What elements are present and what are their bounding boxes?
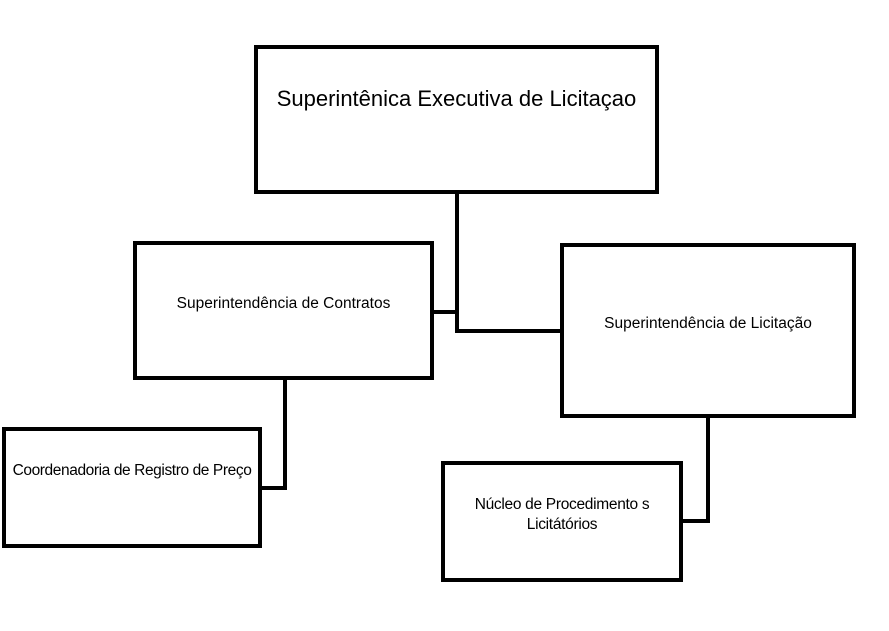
node-nucleo-procedimentos: Núcleo de Procedimento s Licitátórios <box>441 461 683 582</box>
node-label: Superintendência de Licitação <box>604 315 812 332</box>
node-label: Superintênica Executiva de Licitaçao <box>276 86 637 111</box>
node-superintendencia-contratos: Superintendência de Contratos <box>133 241 434 380</box>
node-label: Coordenadoria de Registro de Preço <box>12 462 252 479</box>
node-coordenadoria-registro-preco: Coordenadoria de Registro de Preço <box>2 427 262 548</box>
connector-top-to-licitacao <box>455 192 562 333</box>
node-superintendencia-executiva: Superintênica Executiva de Licitaçao <box>254 45 659 194</box>
connector-contratos-to-coordenadoria <box>260 378 287 490</box>
node-superintendencia-licitacao: Superintendência de Licitação <box>560 243 856 418</box>
connector-licitacao-to-nucleo <box>681 416 710 523</box>
node-label: Núcleo de Procedimento s Licitátórios <box>474 496 650 533</box>
node-label: Superintendência de Contratos <box>176 295 391 312</box>
